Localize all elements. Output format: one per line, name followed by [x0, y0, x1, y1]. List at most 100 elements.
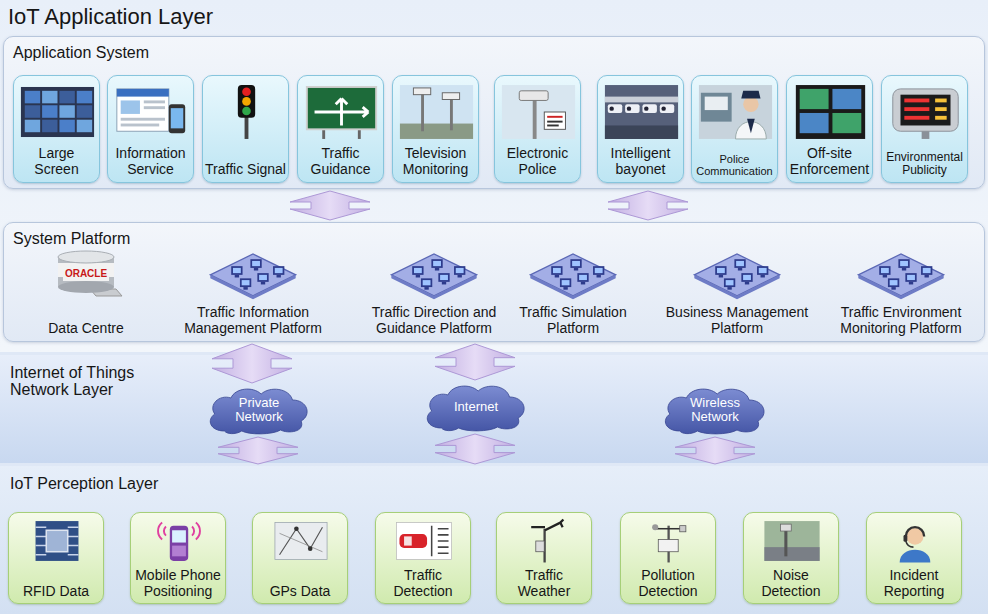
perception-box: Noise Detection — [743, 512, 839, 604]
application-icon-part — [904, 116, 929, 120]
application-box-label: Television Monitoring — [395, 146, 476, 177]
perception-box: GPs Data — [252, 512, 348, 604]
platform-item-label: Traffic Information Management Platform — [175, 305, 331, 336]
platform-icon-part — [257, 273, 268, 282]
database-icon-part — [58, 251, 114, 263]
platform-icon-part — [259, 275, 267, 280]
platform-icon-part — [888, 278, 899, 287]
double-block-arrow — [435, 434, 515, 464]
application-box-label: Information Service — [110, 146, 191, 177]
platform-icon-part — [879, 266, 890, 275]
brand-label: ORACLE — [63, 267, 109, 281]
cloud-shape-part — [210, 389, 307, 434]
platform-icon-part — [423, 280, 431, 285]
platform-icon-part — [458, 275, 462, 278]
perception-box: Mobile Phone Positioning — [130, 512, 226, 604]
application-icon-part — [705, 97, 728, 110]
application-box-label: Environmental Publicity — [884, 151, 965, 177]
sensor-icon-part — [396, 523, 451, 560]
platform-item: Business Management Platform — [657, 247, 817, 339]
platform-icon-part — [898, 259, 909, 268]
group-panel-label: System Platform — [13, 230, 984, 248]
sensor-icon-part — [906, 527, 924, 536]
application-box: Police Communication — [691, 75, 778, 183]
application-icon-part — [242, 107, 251, 116]
group-panel: Application SystemLarge ScreenInformatio… — [3, 36, 985, 189]
sensor-icon-part — [280, 527, 323, 555]
network-cloud: Internet — [422, 382, 530, 432]
perception-box: Pollution Detection — [620, 512, 716, 604]
sensor-icon-part — [404, 536, 412, 545]
application-icon-part — [904, 99, 929, 103]
application-icon-part — [77, 105, 92, 118]
application-icon-part — [605, 85, 678, 139]
group-panel-label: Application System — [13, 44, 984, 62]
double-block-arrow — [435, 344, 515, 380]
application-icon-part — [935, 107, 947, 111]
application-icon — [303, 81, 380, 143]
application-icon-part — [800, 113, 829, 133]
application-icon-part — [413, 88, 430, 95]
application-icon — [697, 81, 774, 143]
cloud-shape-part — [665, 389, 764, 434]
platform-icon-part — [891, 287, 895, 290]
platform-item: Traffic Information Management Platform — [173, 247, 333, 339]
perception-box: Traffic Weather — [496, 512, 592, 604]
sensor-icon-part — [172, 546, 186, 557]
application-icon-part — [59, 120, 74, 133]
platform-icon-part — [560, 278, 571, 287]
sensor-icon-part — [764, 521, 819, 561]
application-icon-part — [25, 105, 40, 118]
platform-item-label: Data Centre — [33, 321, 139, 336]
sensor-icon-part — [906, 541, 914, 547]
sensor-icon-part — [658, 539, 678, 551]
platform-icon-part — [412, 266, 423, 275]
application-icon-part — [935, 116, 947, 120]
application-icon-part — [42, 120, 57, 133]
platform-icon-part — [925, 275, 929, 278]
perception-box-label: Pollution Detection — [623, 568, 713, 599]
perception-box: Traffic Detection — [375, 512, 471, 604]
platform-icon-part — [593, 266, 604, 275]
platform-icon-part — [391, 254, 476, 296]
platform-icon-part — [743, 275, 751, 280]
platform-icon-part — [435, 268, 439, 271]
platform-icon-part — [736, 261, 744, 266]
application-icon-part — [832, 113, 861, 133]
platform-icon-part — [759, 268, 767, 273]
application-icon — [792, 81, 869, 143]
platform-icon-part — [921, 266, 932, 275]
layer-band-label: IoT Application Layer — [8, 4, 988, 30]
application-icon-part — [904, 107, 929, 111]
platform-icon-part — [454, 266, 465, 275]
platform-item: Traffic Environment Monitoring Platform — [821, 247, 981, 339]
platform-icon-part — [923, 268, 931, 273]
platform-icon-part — [210, 254, 295, 296]
sensor-icon-part — [904, 535, 908, 542]
platform-icon-part — [231, 266, 242, 275]
platform-icon-part — [881, 268, 889, 273]
application-icon-part — [699, 85, 772, 139]
database-icon-part — [58, 281, 114, 293]
platform-icon-part — [261, 282, 265, 285]
sensor-icon — [872, 518, 958, 564]
sensor-icon — [136, 518, 222, 564]
application-icon-part — [935, 99, 947, 103]
platform-icon-part — [579, 275, 587, 280]
network-cloud-label: Private Network — [221, 396, 297, 423]
application-icon-part — [605, 97, 678, 103]
platform-icon-part — [570, 259, 581, 268]
sensor-icon — [258, 518, 344, 564]
platform-icon-part — [902, 268, 906, 271]
platform-icon-part — [416, 275, 420, 278]
platform-icon-part — [440, 275, 448, 280]
sensor-icon — [749, 518, 835, 564]
application-icon-part — [800, 89, 829, 109]
application-icon-part — [547, 121, 562, 123]
layer-band: IoT Perception LayerRFID DataMobile Phon… — [0, 466, 988, 614]
platform-icon-part — [597, 275, 601, 278]
sensor-icon-part — [764, 547, 819, 561]
platform-icon-part — [890, 280, 898, 285]
platform-icon-part — [595, 268, 603, 273]
